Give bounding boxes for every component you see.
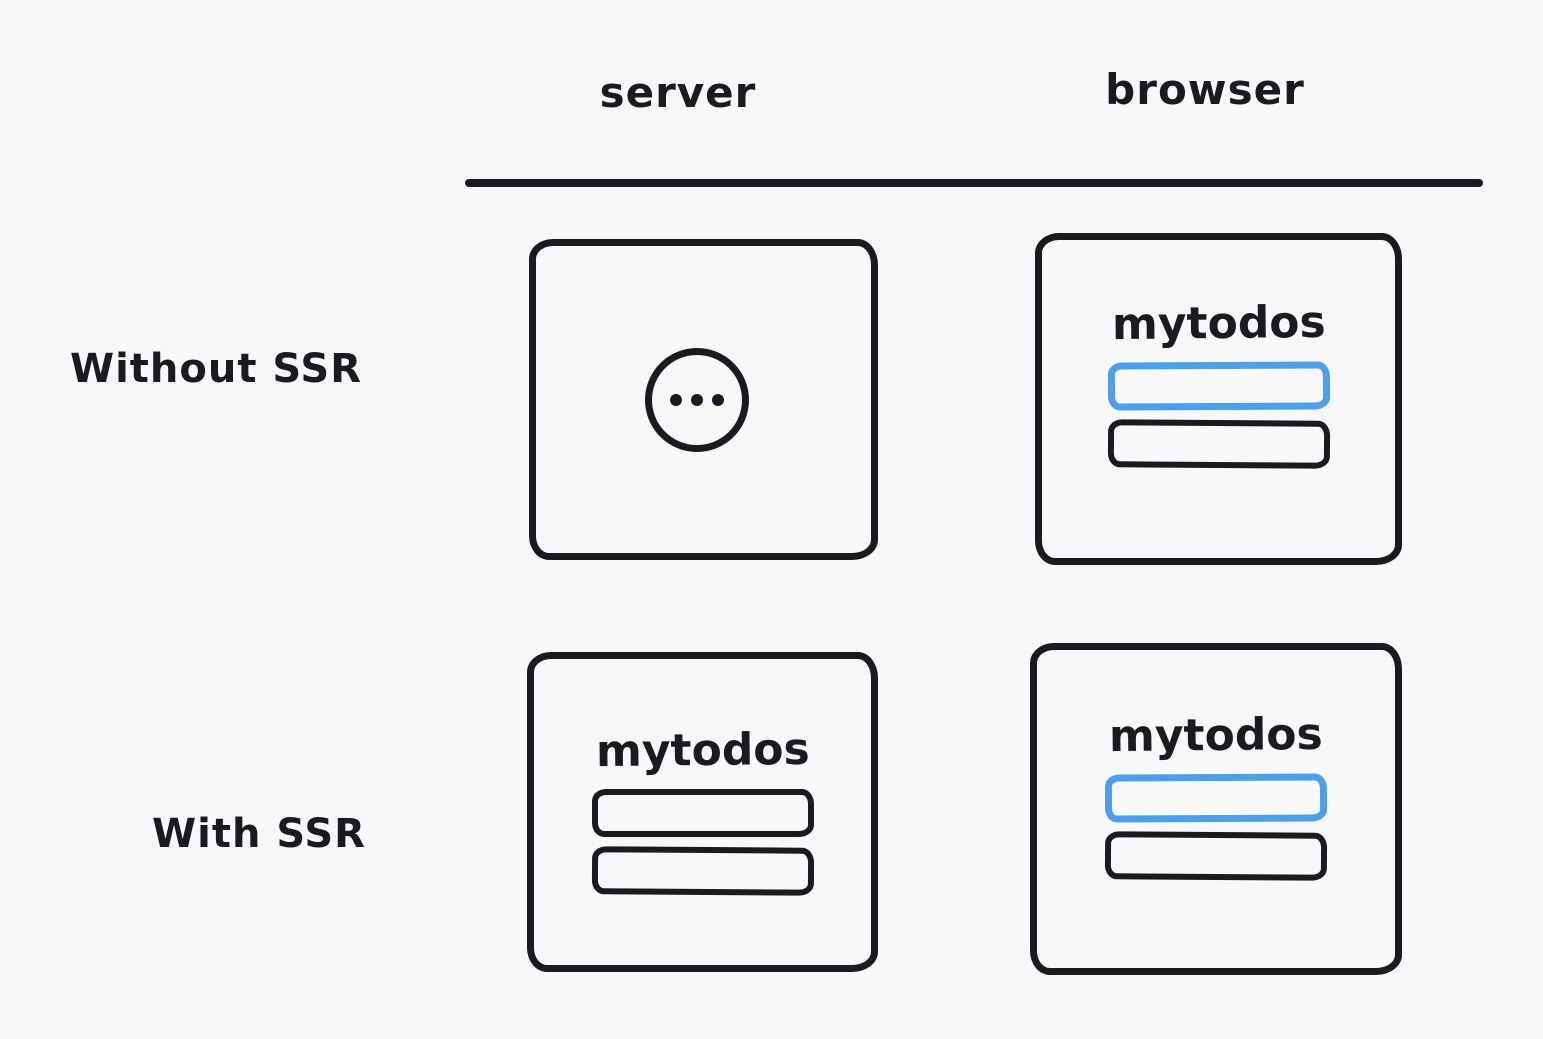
todo-item-highlighted xyxy=(1104,773,1328,823)
column-header-server: server xyxy=(599,68,757,117)
server-box-with-ssr: mytodos xyxy=(527,652,878,972)
row-label-without-ssr: Without SSR xyxy=(69,346,363,392)
todo-item xyxy=(1107,419,1330,469)
browser-box-with-ssr: mytodos xyxy=(1030,643,1402,975)
loading-dot xyxy=(711,393,724,406)
app-title: mytodos xyxy=(1111,296,1326,351)
todo-item xyxy=(1104,831,1328,881)
ellipsis-loading-icon xyxy=(644,347,749,452)
app-title: mytodos xyxy=(595,723,810,778)
browser-box-without-ssr: mytodos xyxy=(1035,233,1402,565)
todo-item xyxy=(591,846,814,896)
header-divider xyxy=(465,179,1483,187)
column-header-browser: browser xyxy=(1105,65,1305,114)
app-title: mytodos xyxy=(1108,708,1324,763)
loading-dot xyxy=(669,393,682,406)
todo-item-highlighted xyxy=(1107,361,1330,411)
server-box-without-ssr xyxy=(529,239,878,560)
loading-dot xyxy=(690,393,703,406)
todo-item xyxy=(591,789,814,837)
row-label-with-ssr: With SSR xyxy=(152,811,366,857)
